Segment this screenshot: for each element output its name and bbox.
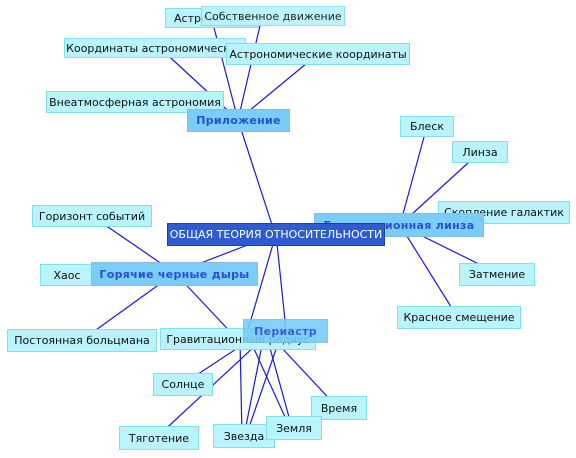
hub-hot-black-holes[interactable]: Горячие черные дыры (91, 262, 258, 286)
node-sun[interactable]: Солнце (153, 373, 213, 396)
edge-grav-star2 (239, 339, 243, 437)
node-event-horizon[interactable]: Горизонт событий (32, 205, 152, 227)
node-gravity[interactable]: Тяготение (119, 426, 199, 450)
edge-application-root (237, 119, 276, 235)
node-boltzmann[interactable]: Постоянная больцмана (7, 329, 157, 352)
node-proper-motion[interactable]: Собственное движение (201, 6, 345, 26)
edge-application-coords1 (159, 47, 239, 121)
edge-lens-brilliance (399, 125, 428, 226)
node-redshift[interactable]: Красное смещение (397, 306, 521, 329)
node-star[interactable]: Звезда (213, 424, 275, 448)
node-astro-coords-2[interactable]: Астрономические координаты (226, 43, 410, 65)
node-earth[interactable]: Земля (266, 416, 322, 440)
edge-lens-redshift (399, 224, 459, 319)
edge-grav-earth2 (249, 339, 291, 429)
node-brilliance[interactable]: Блеск (400, 116, 454, 137)
node-eclipse[interactable]: Затмение (459, 263, 535, 286)
node-astro-coords-1[interactable]: Координаты астрономические (64, 38, 246, 58)
edge-application-astrometry (211, 19, 239, 121)
edge-lens-lens (399, 151, 481, 226)
root-general-relativity[interactable]: ОБЩАЯ ТЕОРИЯ ОТНОСИТЕЛЬНОСТИ (167, 223, 385, 246)
edge-application-proper-motion (237, 16, 263, 121)
edge-root-periastron (275, 233, 287, 331)
hub-periastron[interactable]: Периастр (243, 319, 328, 343)
node-chaos[interactable]: Хаос (40, 264, 94, 286)
node-lens-leaf[interactable]: Линза (452, 141, 508, 163)
node-extra-atm-astronomy[interactable]: Внеатмосферная астрономия (46, 91, 224, 113)
hub-application[interactable]: Приложение (187, 109, 290, 132)
